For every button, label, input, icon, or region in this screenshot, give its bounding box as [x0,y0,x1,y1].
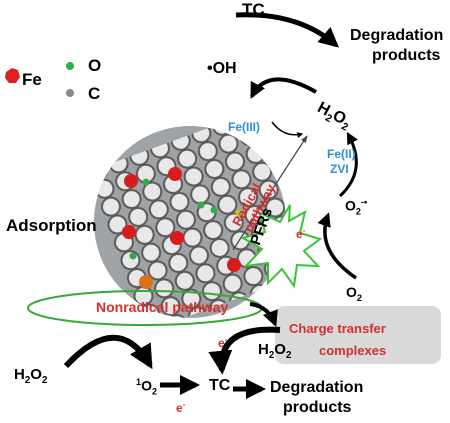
fe-cycle-arrow [271,121,304,138]
singlet-oxygen-label: 1O2 [136,377,158,397]
electron-label: e- [218,335,228,350]
ellipse-to-ctc-arrow [249,302,278,327]
o-atom [210,206,218,214]
pfrs-star [240,204,323,289]
c-legend-icon [66,89,74,97]
nonradical-pathway-label: Nonradical pathway [96,299,229,315]
fe-atom [227,258,241,272]
o-atom [197,201,205,209]
fe-atom [139,275,153,289]
h2o2-mid-label: H2O2 [258,341,292,361]
adsorption-label: Adsorption [6,216,97,235]
legend-c-label: C [88,84,101,103]
h2o2-to-oh-arrow [250,77,317,99]
fe-atom [168,167,182,181]
degradation-bottom-line1: Degradation [270,379,364,396]
superoxide-to-h2o2-arrow [338,131,358,198]
charge-transfer-box [275,306,441,364]
fe-atom [122,225,136,239]
degradation-top-line2: products [372,47,441,64]
electron-label: e- [296,226,306,241]
tc-top-label: TC [242,0,265,19]
o2-to-superoxide-arrow [317,212,357,280]
oh-to-tc-arrow [235,12,340,48]
h2o2-to-singlet-arrow [63,334,153,370]
degradation-top-line1: Degradation [350,27,444,44]
radical-pathway-arrow [232,135,308,251]
o-legend-icon [66,62,74,70]
legend-o-label: O [88,56,102,75]
ctc-line2: complexes [319,343,387,358]
o-atom [142,178,150,186]
h2o2-left-label: H2O2 [14,366,48,386]
ctc-line1: Charge transfer [289,321,386,336]
fe2-label: Fe(II) [327,147,356,161]
fe3-label: Fe(III) [228,120,260,134]
o-atom [129,252,137,260]
fe-atom [124,174,138,188]
superoxide-label: O2-• [345,197,368,217]
fe-atom [170,231,184,245]
tc-bottom-label: TC [209,377,231,394]
o-atom [235,209,243,217]
ctc-to-tc-arrow [208,326,281,375]
electron-label: e- [176,400,186,415]
fe-legend-icon [5,68,20,83]
o2-label: O2 [346,284,362,303]
hydroxyl-radical-label: •OH [207,60,237,77]
legend-fe-label: Fe [22,70,42,89]
graphene-sheet [94,126,286,318]
degradation-bottom-line2: products [283,399,352,416]
zvi-label: ZVI [330,162,349,176]
